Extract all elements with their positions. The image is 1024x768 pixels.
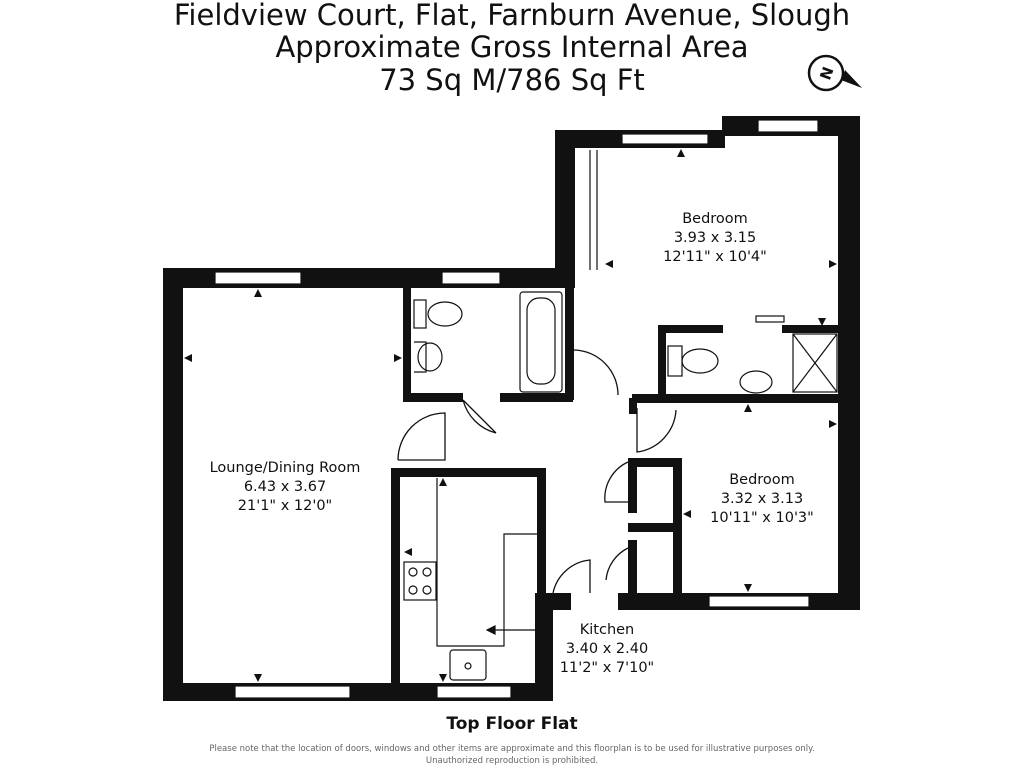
room-name: Bedroom (682, 211, 748, 227)
ensuite-fixtures (667, 315, 838, 394)
room-imperial: 12'11" x 10'4" (663, 249, 767, 265)
room-lounge: Lounge/Dining Room 6.43 x 3.67 21'1" x 1… (210, 460, 361, 514)
compass-icon: N (807, 54, 862, 92)
room-name: Kitchen (580, 622, 635, 638)
room-name: Bedroom (729, 472, 795, 488)
dimension-markers (184, 149, 837, 682)
wardrobe (589, 150, 598, 270)
room-imperial: 10'11" x 10'3" (710, 510, 814, 526)
floor-label: Top Floor Flat (446, 714, 578, 734)
room-metric: 3.40 x 2.40 (566, 641, 648, 657)
room-kitchen: Kitchen 3.40 x 2.40 11'2" x 7'10" (560, 622, 654, 676)
room-bedroom-1: Bedroom 3.93 x 3.15 12'11" x 10'4" (663, 211, 767, 265)
room-metric: 3.32 x 3.13 (721, 491, 803, 507)
windows (214, 119, 819, 699)
room-imperial: 21'1" x 12'0" (238, 498, 332, 514)
area-value: 73 Sq M/786 Sq Ft (379, 63, 645, 97)
area-heading: Approximate Gross Internal Area (275, 30, 749, 64)
outer-walls (163, 116, 860, 701)
kitchen-fittings (403, 478, 553, 681)
doors (397, 349, 677, 594)
disclaimer: Please note that the location of doors, … (209, 744, 815, 766)
bathroom-fixtures (413, 291, 563, 393)
room-name: Lounge/Dining Room (210, 460, 361, 476)
room-metric: 6.43 x 3.67 (244, 479, 326, 495)
internal-walls (391, 285, 860, 683)
plan-title: Fieldview Court, Flat, Farnburn Avenue, … (173, 0, 851, 32)
room-bedroom-2: Bedroom 3.32 x 3.13 10'11" x 10'3" (710, 472, 814, 526)
room-imperial: 11'2" x 7'10" (560, 660, 654, 676)
compass-label: N (816, 64, 837, 82)
room-metric: 3.93 x 3.15 (674, 230, 756, 246)
